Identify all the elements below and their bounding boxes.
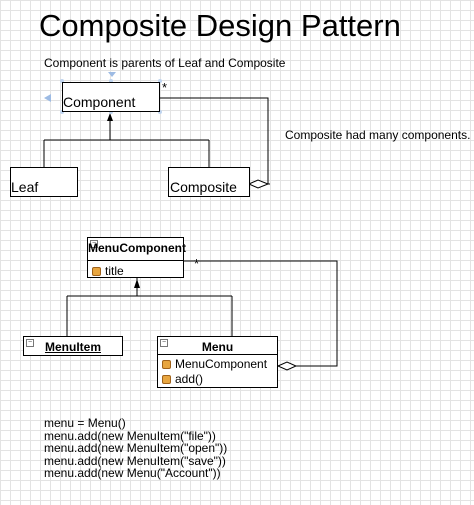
menuitem-class[interactable]: − MenuItem (23, 336, 123, 356)
code-snippet: menu = Menu() menu.add(new MenuItem("fil… (44, 417, 227, 480)
menuitem-name: MenuItem (44, 340, 101, 354)
method-row: add() (162, 372, 203, 386)
aggregation-diamond (247, 179, 270, 189)
uml-inheritance-arrowhead (134, 279, 140, 288)
class-divider (88, 260, 183, 261)
code-line: menu.add(new MenuItem("open")) (44, 441, 228, 455)
leaf-box[interactable]: Leaf (10, 167, 78, 197)
menucomponent-class[interactable]: − MenuComponent title (87, 237, 186, 278)
leaf-label: Leaf (11, 179, 39, 195)
code-line: menu.add(new MenuItem("save")) (44, 453, 226, 468)
attribute-row: MenuComponent (162, 357, 267, 371)
uml-aggregation-line (184, 260, 338, 367)
component-box[interactable]: Component (62, 82, 160, 112)
connection-arrow-up-icon (108, 72, 116, 77)
attribute-icon (92, 266, 101, 276)
attribute-title: title (105, 264, 124, 278)
composite-note: Composite had many components. (285, 128, 471, 142)
diagram-subtitle: Component is parents of Leaf and Composi… (44, 56, 286, 70)
method-icon (162, 374, 171, 384)
attribute-icon (162, 359, 171, 369)
attribute-menucomponent: MenuComponent (175, 357, 268, 371)
menu-name: Menu (201, 340, 234, 354)
diagram-title: Composite Design Pattern (39, 8, 401, 43)
inheritance-arrowhead (107, 113, 113, 121)
code-line: menu.add(new Menu("Account")) (44, 466, 221, 480)
connection-arrow-left-icon (44, 94, 51, 102)
component-multiplicity: * (162, 80, 168, 95)
collapse-icon[interactable]: − (90, 240, 98, 248)
menucomponent-name: MenuComponent (88, 241, 186, 255)
collapse-icon[interactable]: − (160, 339, 168, 347)
menucomponent-multiplicity: * (194, 256, 200, 271)
class-divider (158, 354, 277, 355)
code-line: menu = Menu() (44, 416, 126, 430)
composite-label: Composite (170, 179, 237, 195)
code-line: menu.add(new MenuItem("file")) (44, 428, 216, 443)
component-label: Component (63, 94, 136, 110)
menu-class[interactable]: − Menu MenuComponent add() (157, 336, 278, 388)
composite-box[interactable]: Composite (168, 167, 250, 197)
attribute-row: title (92, 264, 124, 278)
uml-aggregation-diamond (276, 361, 298, 371)
method-add: add() (175, 372, 204, 386)
collapse-icon[interactable]: − (26, 339, 34, 347)
